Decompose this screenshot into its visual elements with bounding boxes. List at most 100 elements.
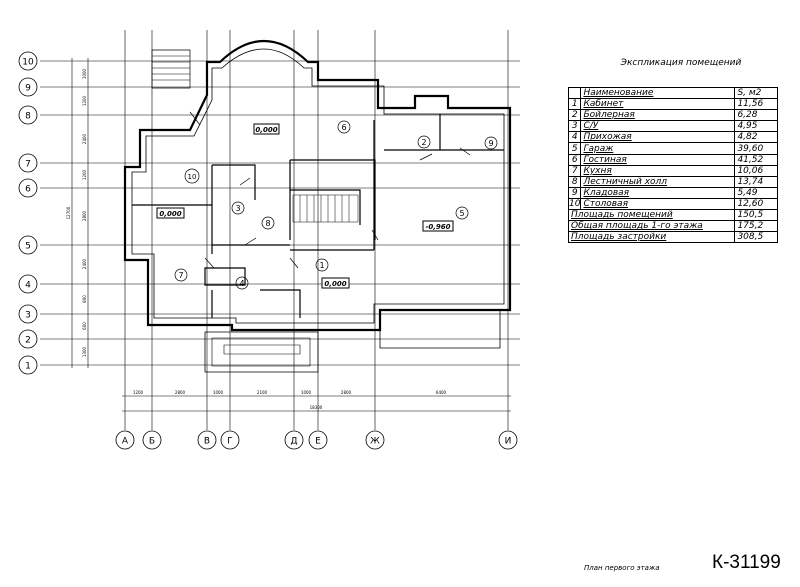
row-no: 2 [567,109,582,122]
row-no: 7 [567,164,582,177]
row-axis-label: 8 [25,112,31,122]
row-name: С/У [580,120,736,133]
row-name: Гостиная [580,153,736,166]
dimension-label: 1000 [82,68,87,79]
row-name: Прихожая [580,131,736,144]
row-no: 4 [567,131,582,144]
row-name: Кабинет [580,98,736,111]
row-name: Столовая [580,197,736,211]
row-name: Кухня [580,164,736,177]
table-header-row: Наименование S, м2 [567,86,779,100]
dimension-label: 2800 [175,390,186,395]
room-markers: 1 2 3 4 5 6 7 8 9 10 [174,120,498,290]
dimension-label: 2800 [341,390,352,395]
dimension-total: 12700 [66,206,71,219]
level-mark-lower: 0,000 [324,280,346,288]
table-total-row: Площадь помещений 150,5 [567,209,779,222]
table-row: 2 Бойлерная 6,28 [567,109,779,122]
explication-title: Экспликация помещений [620,58,742,68]
row-area: 41,52 [734,153,779,166]
table-row: 8 Лестничный холл 13,74 [567,175,779,188]
row-name: Гараж [580,142,736,155]
explication-table: Наименование S, м2 1 Кабинет 11,56 2 Бой… [567,86,779,244]
drawing-caption: План первого этажа [584,564,660,572]
dimension-total: 18300 [310,405,323,410]
room-number: 5 [459,209,464,218]
row-axis-label: 9 [25,84,31,94]
row-area: 4,82 [734,131,779,144]
level-mark-garage: -0,960 [425,223,450,231]
header-area-cell: S, м2 [734,86,779,100]
row-no: 3 [567,120,582,133]
row-axis-label: 5 [25,242,31,252]
row-no: 6 [567,153,582,166]
total-area: 150,5 [734,209,779,222]
dimension-label: 1200 [82,95,87,106]
room-number: 3 [235,204,240,213]
dimension-label: 6400 [436,390,447,395]
row-no: 5 [567,142,582,155]
row-no: 1 [567,98,582,111]
total-name: Площадь помещений [567,209,736,222]
column-axis-label: Г [227,437,233,447]
row-area: 6,28 [734,109,779,122]
level-mark-main: 0,000 [255,126,277,134]
row-area: 39,60 [734,142,779,155]
dimension-label: 800 [82,295,87,303]
table-row: 9 Кладовая 5,49 [567,186,779,199]
dimension-label: 1000 [301,390,312,395]
column-axis-label: И [505,437,512,447]
row-no: 9 [567,186,582,199]
row-name: Лестничный холл [580,175,736,188]
level-marks: 0,000 0,000 0,000 -0,960 [156,123,454,289]
bottom-dimension-chain: 1200 2800 1000 2100 1000 2800 6400 18300 [122,390,511,412]
table-total-row: Площадь застройки 308,5 [567,231,779,244]
table-row: 3 С/У 4,95 [567,120,779,133]
column-axis-label: Д [290,437,297,447]
total-area: 308,5 [734,231,779,244]
total-name: Площадь застройки [567,231,736,244]
room-number: 9 [488,139,493,148]
row-name: Бойлерная [580,109,736,122]
table-row: 4 Прихожая 4,82 [567,131,779,144]
header-no-cell [567,86,582,100]
room-number: 2 [421,138,426,147]
total-area: 175,2 [734,220,779,233]
row-area: 12,60 [734,197,779,211]
room-number: 8 [265,219,270,228]
column-axis-label: В [204,437,210,447]
column-axis-label: А [122,437,129,447]
row-axis-label: 6 [25,185,31,195]
dimension-label: 1000 [213,390,224,395]
row-axis-label: 1 [25,362,31,372]
dimension-label: 2400 [82,133,87,144]
column-axis-markers: А Б В Г Д Е Ж И [115,430,518,450]
left-dimension-chain: 1000 1200 2400 1200 2800 2400 800 600 13… [66,58,89,368]
room-number: 4 [239,279,244,288]
column-axis-label: Б [149,437,155,447]
table-row: 6 Гостиная 41,52 [567,153,779,166]
dimension-label: 2400 [82,258,87,269]
header-name-cell: Наименование [580,86,736,100]
row-axis-label: 7 [25,160,31,170]
row-area: 10,06 [734,164,779,177]
table-row: 10 Столовая 12,60 [567,197,779,211]
row-axis-markers: 10 9 8 7 6 5 4 3 2 1 [18,51,38,375]
room-number: 1 [319,261,324,270]
room-number: 6 [341,123,346,132]
column-axis-label: Ж [370,437,380,447]
row-area: 13,74 [734,175,779,188]
row-no: 8 [567,175,582,188]
row-name: Кладовая [580,186,736,199]
room-number: 7 [178,271,183,280]
sheet-code: К-31199 [712,552,781,573]
dimension-label: 1200 [133,390,144,395]
table-row: 1 Кабинет 11,56 [567,98,779,111]
row-axis-label: 3 [25,311,31,321]
dimension-label: 600 [82,322,87,330]
table-row: 7 Кухня 10,06 [567,164,779,177]
level-mark-left: 0,000 [159,210,181,218]
row-axis-label: 4 [25,281,31,291]
row-area: 5,49 [734,186,779,199]
